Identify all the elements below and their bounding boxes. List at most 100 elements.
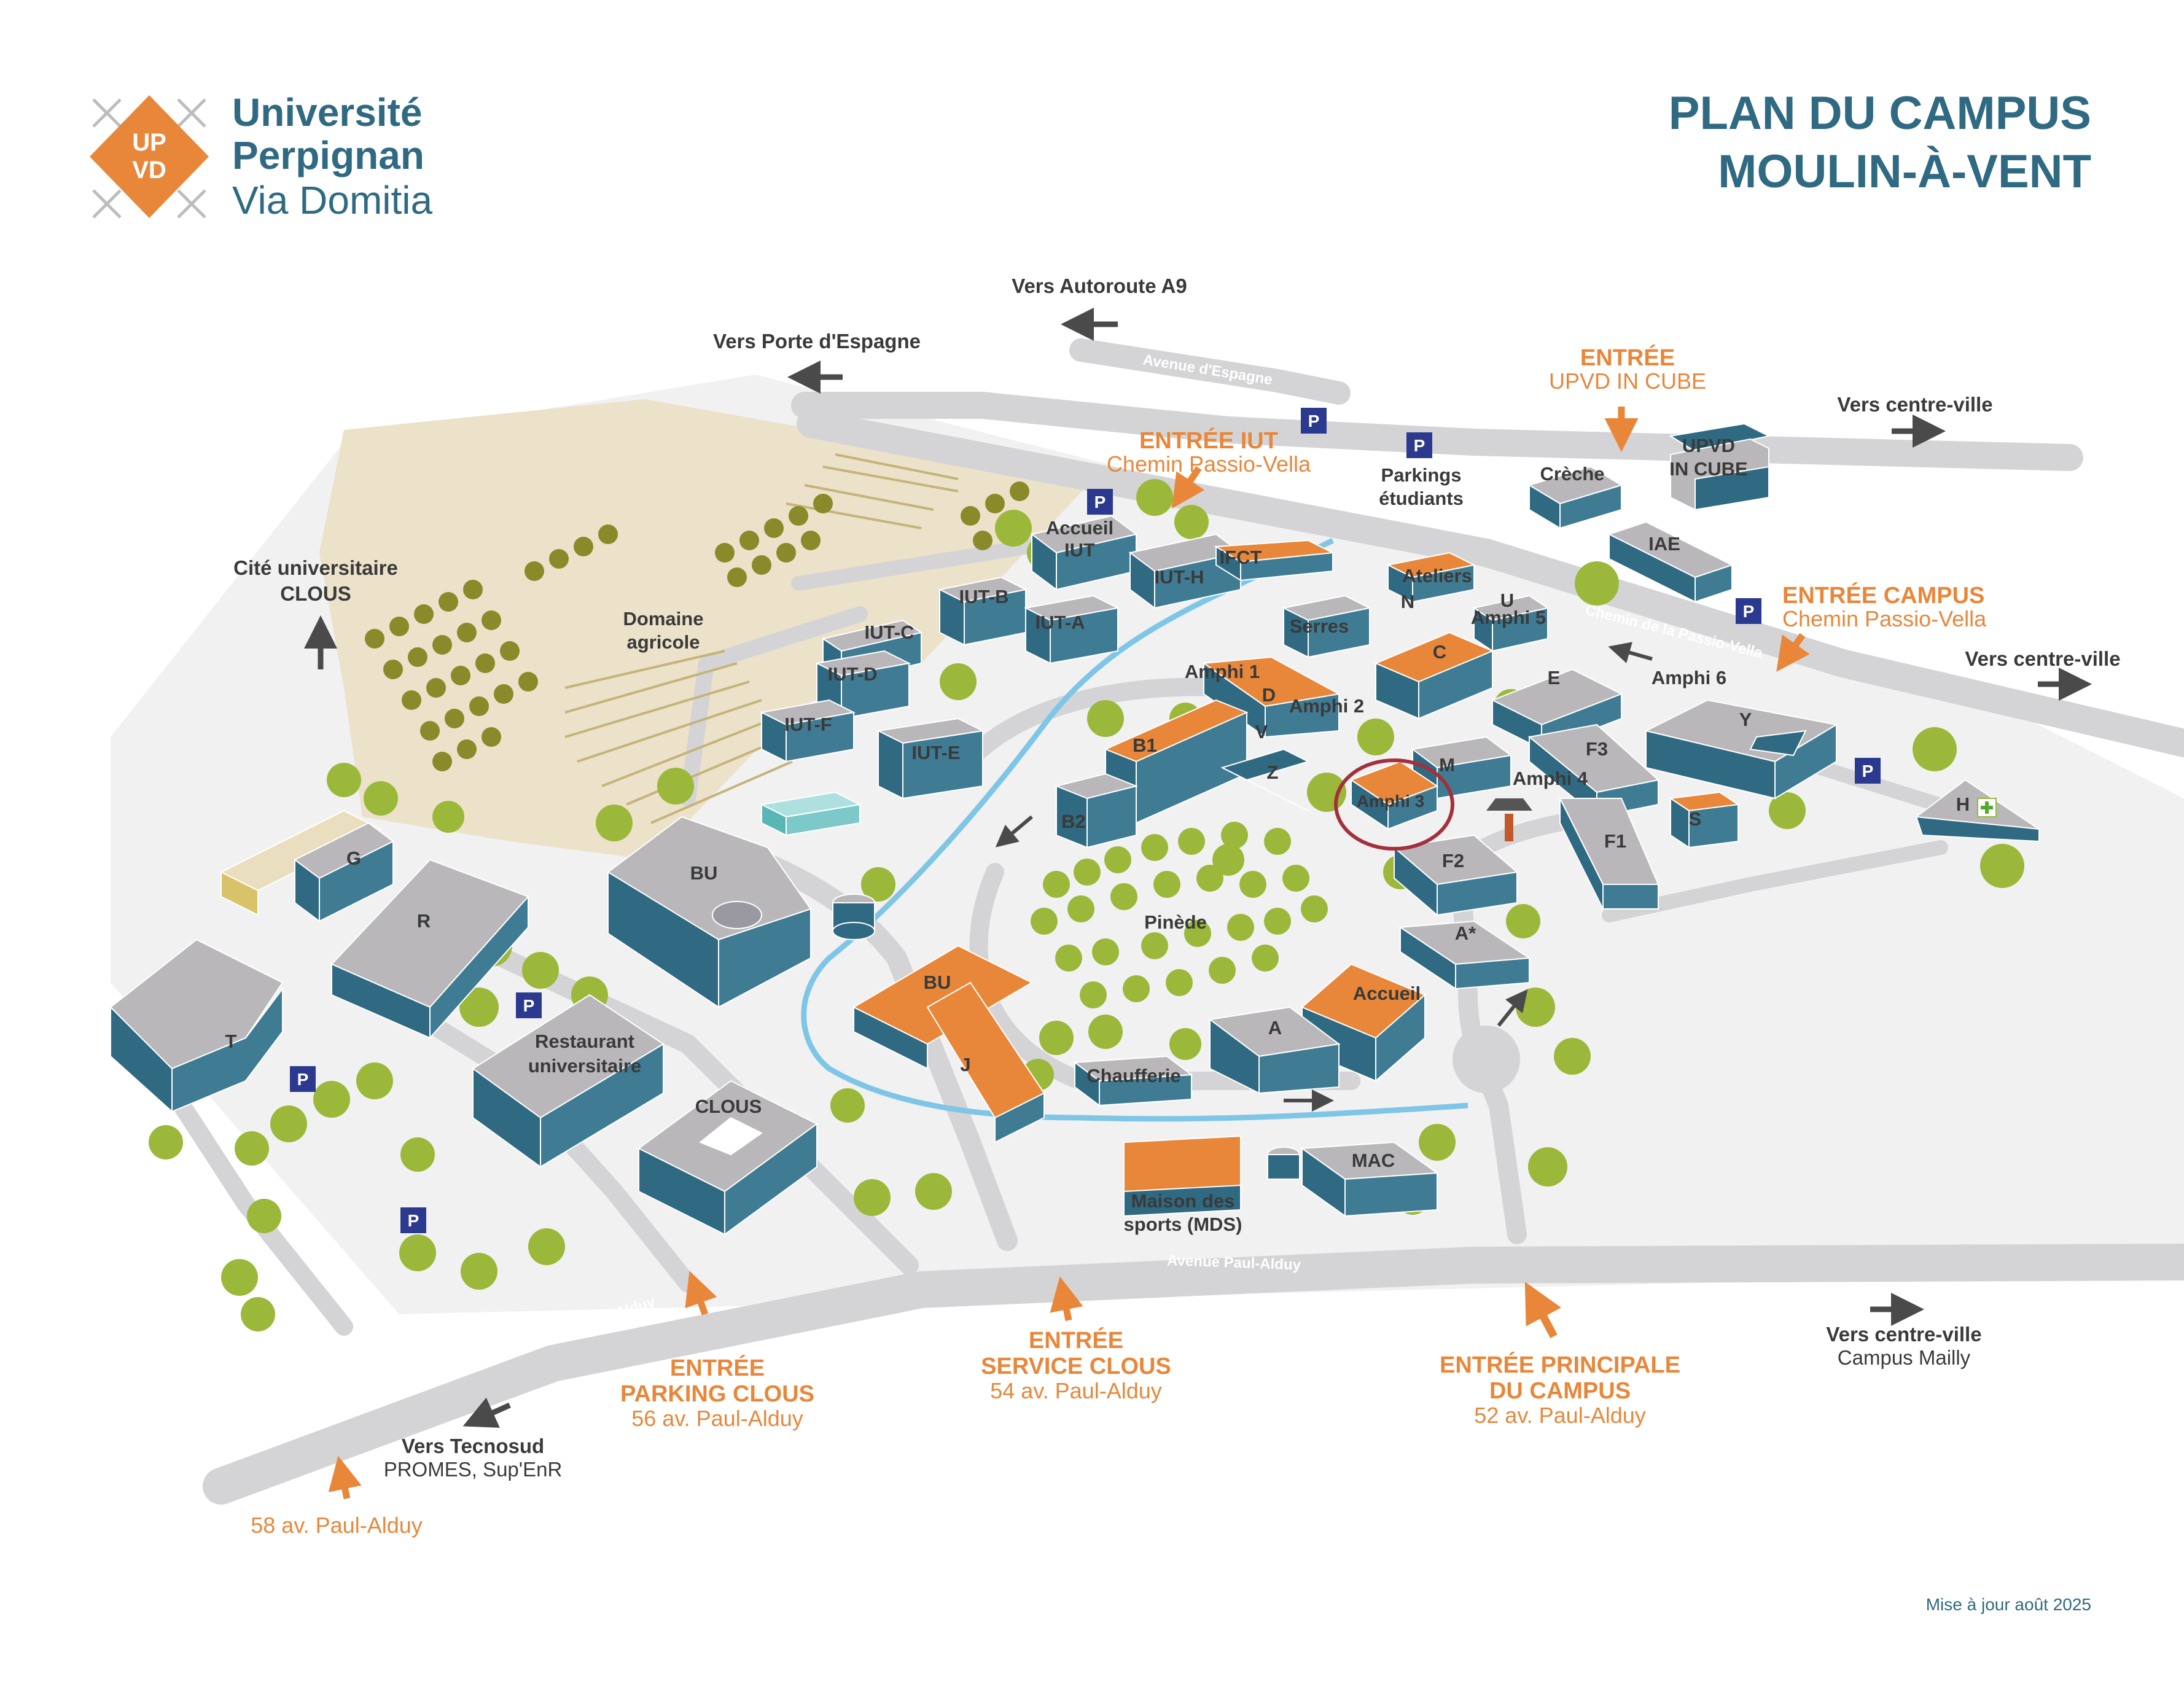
- mac-tank[interactable]: [1267, 1147, 1300, 1180]
- arrow-left-icon: [1608, 642, 1653, 663]
- parking-icon[interactable]: P: [1301, 408, 1327, 434]
- entrance-service-clous-line2: SERVICE CLOUS: [981, 1354, 1171, 1379]
- building-serres[interactable]: [1281, 594, 1372, 658]
- svg-text:P: P: [523, 996, 535, 1015]
- label-y: Y: [1739, 709, 1752, 730]
- entrance-service-clous-line1: ENTRÉE: [1029, 1327, 1123, 1354]
- entrance-in-cube-sub: UPVD IN CUBE: [1549, 368, 1706, 394]
- building-iut-greenhouse[interactable]: [759, 791, 862, 836]
- building-ateliers[interactable]: [1386, 551, 1476, 603]
- building-iut-a[interactable]: [1023, 594, 1120, 664]
- building-bu-left[interactable]: [607, 816, 812, 1008]
- parking-icon[interactable]: P: [1087, 489, 1113, 515]
- parking-icon[interactable]: P: [1736, 598, 1761, 624]
- label-b2: B2: [1061, 811, 1086, 832]
- building-s[interactable]: [1669, 791, 1740, 849]
- building-r[interactable]: [330, 859, 529, 1040]
- building-creche[interactable]: [1527, 466, 1623, 529]
- pharmacy-cross-icon: [1977, 798, 1997, 817]
- parking-icon[interactable]: P: [1406, 432, 1432, 458]
- building-f2[interactable]: [1392, 834, 1519, 917]
- svg-text:P: P: [1743, 602, 1755, 621]
- label-iut-d: IUT-D: [828, 663, 878, 685]
- university-name-line1: Université: [232, 90, 422, 134]
- university-name-line3: Via Domitia: [232, 178, 432, 222]
- label-ifct: IFCT: [1220, 547, 1262, 568]
- building-amphi1-d-amphi2[interactable]: [1202, 656, 1341, 738]
- svg-text:P: P: [408, 1211, 419, 1230]
- label-parkings-1: Parkings: [1381, 464, 1462, 486]
- label-iut-b: IUT-B: [959, 586, 1009, 607]
- label-accueil: Accueil: [1353, 983, 1421, 1004]
- label-accueil-iut-2: IUT: [1064, 539, 1095, 561]
- label-parkings-2: étudiants: [1379, 488, 1464, 509]
- label-bu-right: BU: [924, 972, 951, 993]
- building-resto[interactable]: [472, 994, 665, 1168]
- label-amphi1: Amphi 1: [1185, 661, 1260, 682]
- svg-text:P: P: [1862, 762, 1874, 781]
- building-iut-e[interactable]: [876, 717, 985, 800]
- label-n: N: [1401, 591, 1414, 612]
- label-amphi3: Amphi 3: [1357, 792, 1424, 811]
- building-g[interactable]: [219, 809, 394, 922]
- direction-arrows: [304, 308, 2092, 1500]
- building-z[interactable]: [1220, 748, 1310, 811]
- parking-icon[interactable]: P: [1855, 758, 1881, 784]
- entrance-principale-line1: ENTRÉE PRINCIPALE: [1440, 1351, 1680, 1378]
- label-f1: F1: [1604, 830, 1626, 852]
- label-f2: F2: [1442, 850, 1464, 871]
- entrance-arrow-icon: [1776, 633, 1810, 672]
- parking-icon[interactable]: P: [290, 1066, 316, 1092]
- building-a-star[interactable]: [1398, 920, 1531, 990]
- label-mac: MAC: [1352, 1150, 1395, 1171]
- water-tower[interactable]: [832, 894, 875, 940]
- building-iut-f[interactable]: [759, 699, 856, 763]
- label-amphi6: Amphi 6: [1652, 667, 1726, 688]
- building-amphi3[interactable]: [1349, 760, 1439, 830]
- direction-porte-espagne: Vers Porte d'Espagne: [713, 330, 921, 353]
- entrance-labels: ENTRÉE UPVD IN CUBE ENTRÉE IUT Chemin Pa…: [251, 344, 1987, 1538]
- entrance-arrow-icon: [1050, 1276, 1083, 1322]
- parking-icon[interactable]: P: [400, 1207, 426, 1233]
- building-c[interactable]: [1374, 631, 1494, 720]
- building-mac[interactable]: [1300, 1141, 1439, 1217]
- logo-diamond-icon: [90, 95, 209, 218]
- building-y-amphi6[interactable]: [1644, 699, 1838, 800]
- road-label-avenue-espagne: Avenue d'Espagne: [1142, 351, 1273, 388]
- building-ifct[interactable]: [1214, 539, 1335, 582]
- entrance-campus-title: ENTRÉE CAMPUS: [1782, 582, 1984, 609]
- building-amphi5[interactable]: [1472, 594, 1550, 652]
- direction-campus-mailly: Campus Mailly: [1838, 1346, 1971, 1369]
- building-iae[interactable]: [1607, 521, 1734, 603]
- building-clous[interactable]: [638, 1080, 818, 1236]
- upvd-logo[interactable]: UP VD Université Perpignan Via Domitia: [90, 90, 432, 222]
- entrance-58-address: 58 av. Paul-Alduy: [251, 1513, 423, 1538]
- building-a[interactable]: [1208, 1006, 1341, 1094]
- label-amphi4: Amphi 4: [1513, 768, 1588, 789]
- amphi3-highlight: [1334, 758, 1454, 851]
- building-accueil-iut[interactable]: [1030, 515, 1138, 591]
- label-a-star: A*: [1455, 922, 1476, 944]
- building-f1[interactable]: [1559, 798, 1659, 910]
- building-b2[interactable]: [1054, 773, 1139, 849]
- label-h: H: [1956, 793, 1970, 815]
- label-u: U: [1500, 590, 1514, 611]
- label-iut-a: IUT-A: [1035, 612, 1085, 633]
- building-chaufferie[interactable]: [1073, 1055, 1193, 1107]
- direction-centre-ville-3: Vers centre-ville: [1826, 1323, 1981, 1346]
- entrance-arrow-icon: [685, 1271, 717, 1315]
- parking-icon[interactable]: P: [516, 992, 542, 1018]
- building-accueil[interactable]: [1301, 963, 1426, 1083]
- label-clous: CLOUS: [695, 1096, 762, 1117]
- label-z: Z: [1267, 762, 1279, 783]
- building-mds[interactable]: [1123, 1135, 1241, 1217]
- building-t[interactable]: [109, 938, 284, 1113]
- building-upvd-in-cube[interactable]: [1669, 423, 1771, 511]
- building-bu-j[interactable]: [852, 945, 1045, 1144]
- label-mds-2: sports (MDS): [1124, 1214, 1242, 1235]
- arrow-left-icon: [462, 1397, 511, 1428]
- entrance-principale-line2: DU CAMPUS: [1489, 1378, 1631, 1404]
- building-labels: Domaine agricole Accueil IUT Parkings ét…: [225, 435, 1970, 1235]
- label-in-cube-2: IN CUBE: [1669, 458, 1747, 480]
- label-t: T: [225, 1031, 237, 1052]
